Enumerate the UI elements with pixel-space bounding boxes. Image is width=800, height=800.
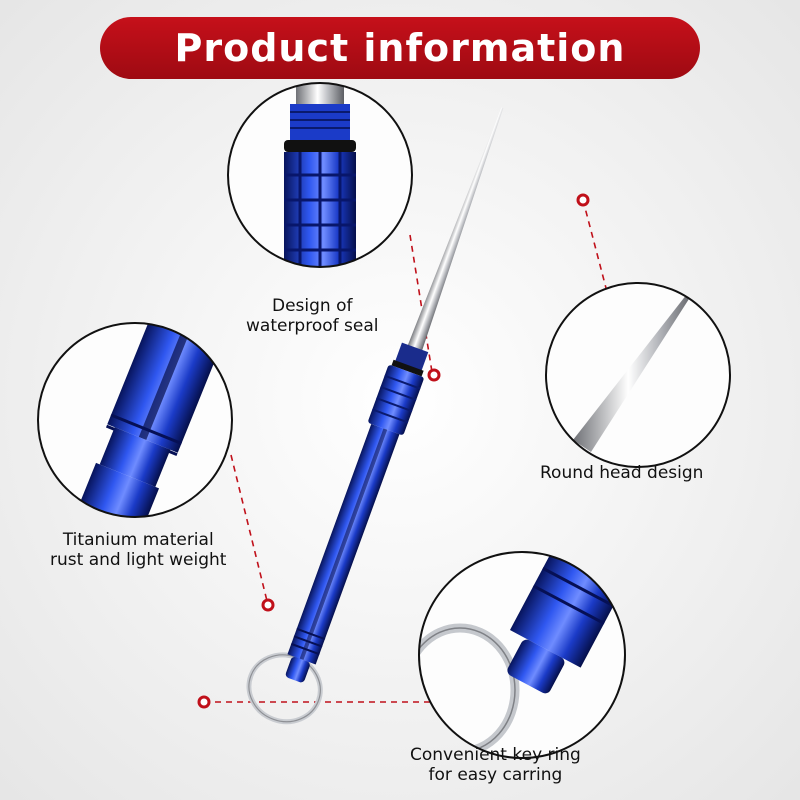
callout-seal-line1: Design of — [272, 296, 353, 316]
callout-ring: Convenient key ring for easy carring — [410, 745, 581, 785]
leader-material — [230, 454, 269, 606]
callout-ring-line1: Convenient key ring — [410, 745, 581, 765]
zoom-circle-tip — [545, 282, 731, 468]
toothpick-tool — [246, 107, 504, 725]
title-banner: Product information — [100, 17, 700, 79]
dot-seal — [427, 368, 441, 382]
zoom-circle-seal — [227, 82, 413, 268]
leader-tip — [582, 199, 607, 289]
callout-tip: Round head design — [540, 463, 703, 483]
callout-ring-line2: for easy carring — [428, 765, 563, 785]
banner-title: Product information — [174, 26, 626, 70]
callout-tip-line1: Round head design — [540, 463, 704, 483]
callout-seal: Design of waterproof seal — [246, 296, 379, 336]
leader-seal — [409, 234, 433, 373]
callout-material-line1: Titanium material — [62, 530, 214, 550]
dot-ring — [197, 695, 211, 709]
marker-dots — [197, 193, 590, 709]
callout-seal-line2: waterproof seal — [246, 316, 379, 336]
callout-material-line2: rust and light weight — [50, 550, 227, 570]
knurled-cap — [368, 365, 424, 435]
dot-material — [261, 598, 275, 612]
dot-tip — [576, 193, 590, 207]
callout-material: Titanium material rust and light weight — [50, 530, 226, 570]
zoom-circle-material — [37, 322, 233, 518]
steel-spike — [402, 107, 504, 365]
